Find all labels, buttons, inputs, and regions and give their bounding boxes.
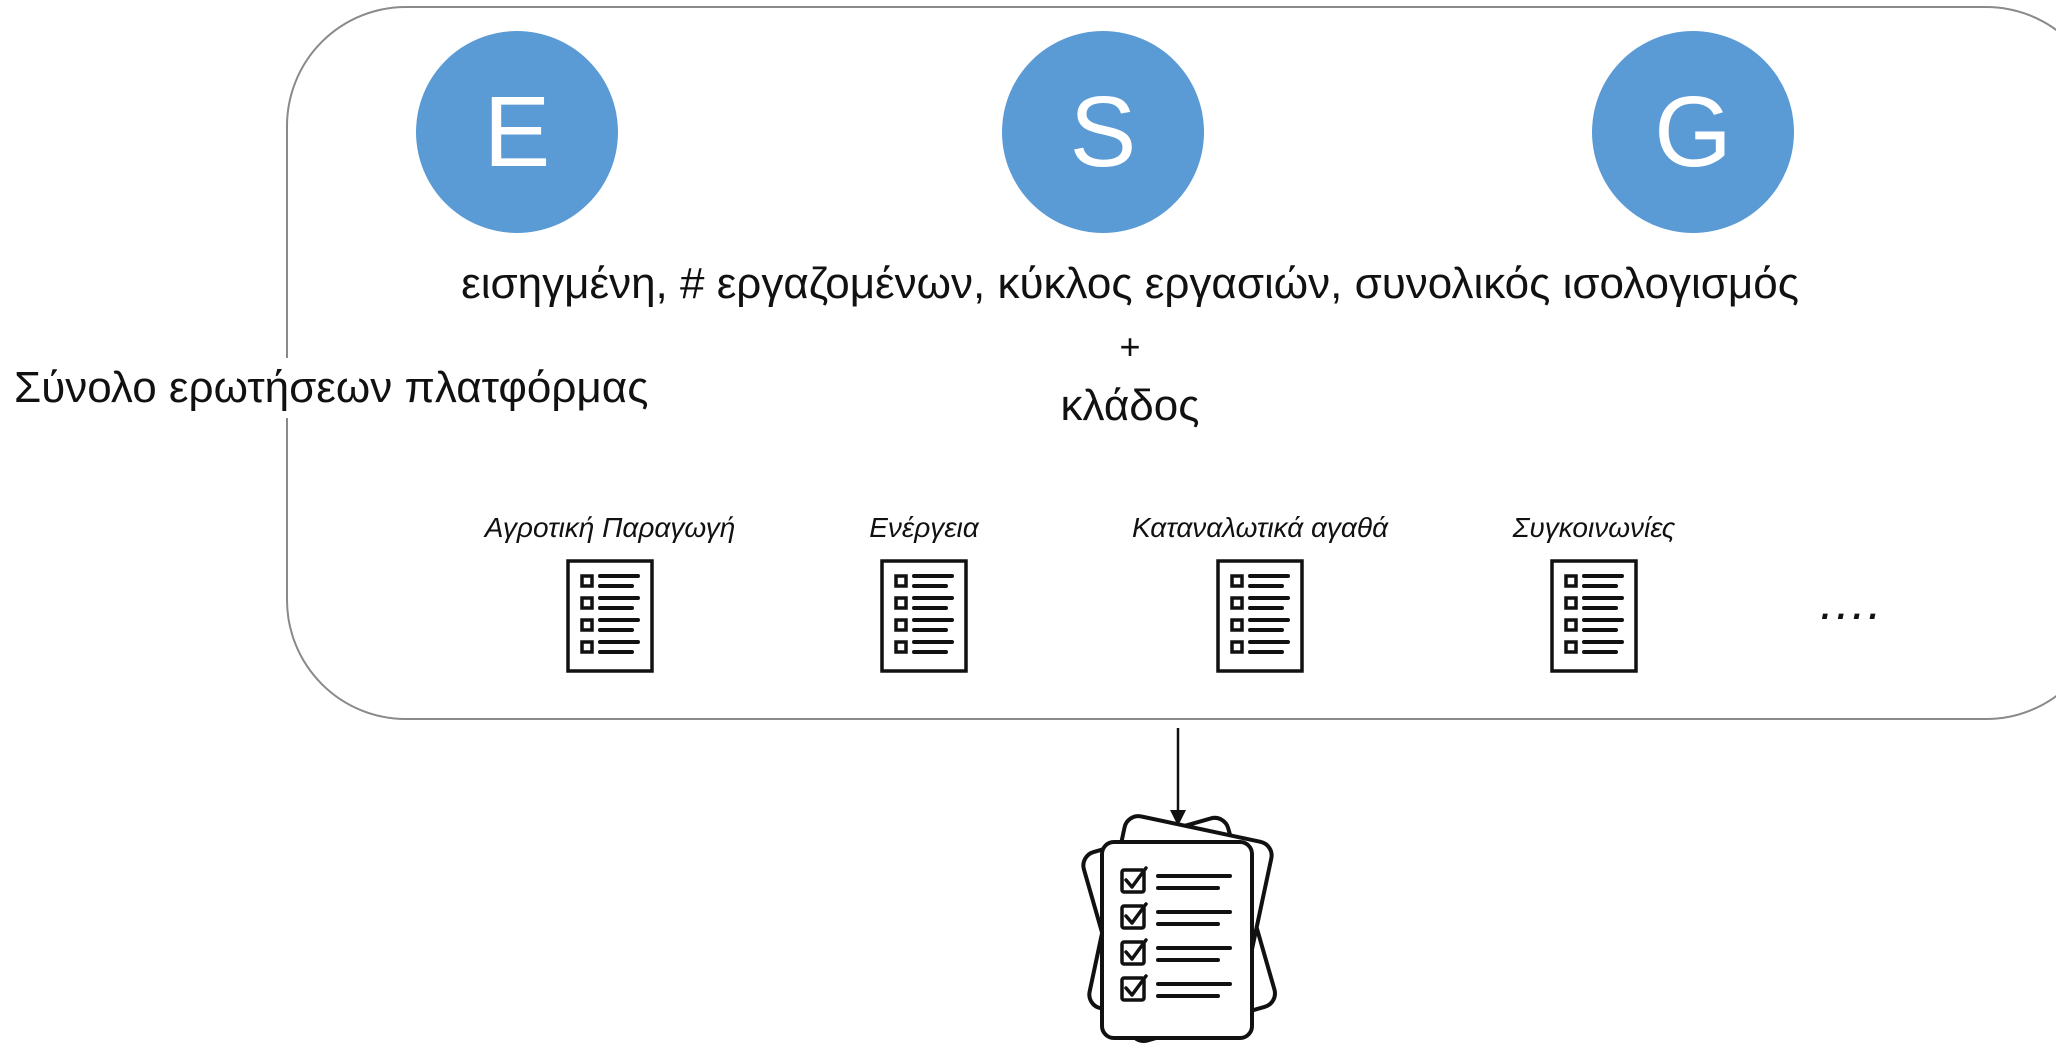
sector-energy: Ενέργεια <box>744 505 1104 673</box>
more-sectors-ellipsis: .... <box>1820 574 1884 630</box>
sector-consumer-goods: Καταναλωτικά αγαθά <box>1080 505 1440 673</box>
esg-circle-e: E <box>416 31 618 233</box>
esg-letter-s: S <box>1069 76 1137 188</box>
questionnaire-icon <box>566 559 654 673</box>
sector-name: Αγροτική Παραγωγή <box>484 512 736 543</box>
questionnaire-icon <box>1216 559 1304 673</box>
sector-name: Ενέργεια <box>869 512 979 543</box>
esg-letter-e: E <box>483 76 551 188</box>
sector-name: Συγκοινωνίες <box>1512 512 1676 543</box>
esg-circle-g: G <box>1592 31 1794 233</box>
esg-circle-s: S <box>1002 31 1204 233</box>
esg-letter-g: G <box>1654 76 1732 188</box>
down-arrow <box>1170 728 1186 826</box>
sector-transport: Συγκοινωνίες <box>1414 505 1774 673</box>
frame-label: Σύνολο ερωτήσεων πλατφόρμας <box>8 358 655 418</box>
sector-word: κλάδος <box>1060 381 1200 430</box>
plus-sign: + <box>1119 326 1141 367</box>
sector-agriculture: Αγροτική Παραγωγή <box>430 505 790 673</box>
checklist-stack-icon <box>1081 814 1277 1043</box>
questionnaire-icon <box>880 559 968 673</box>
company-criteria-text: εισηγμένη, # εργαζομένων, κύκλος εργασιώ… <box>461 259 1799 308</box>
sector-name: Καταναλωτικά αγαθά <box>1131 512 1389 543</box>
questionnaire-icon <box>1550 559 1638 673</box>
